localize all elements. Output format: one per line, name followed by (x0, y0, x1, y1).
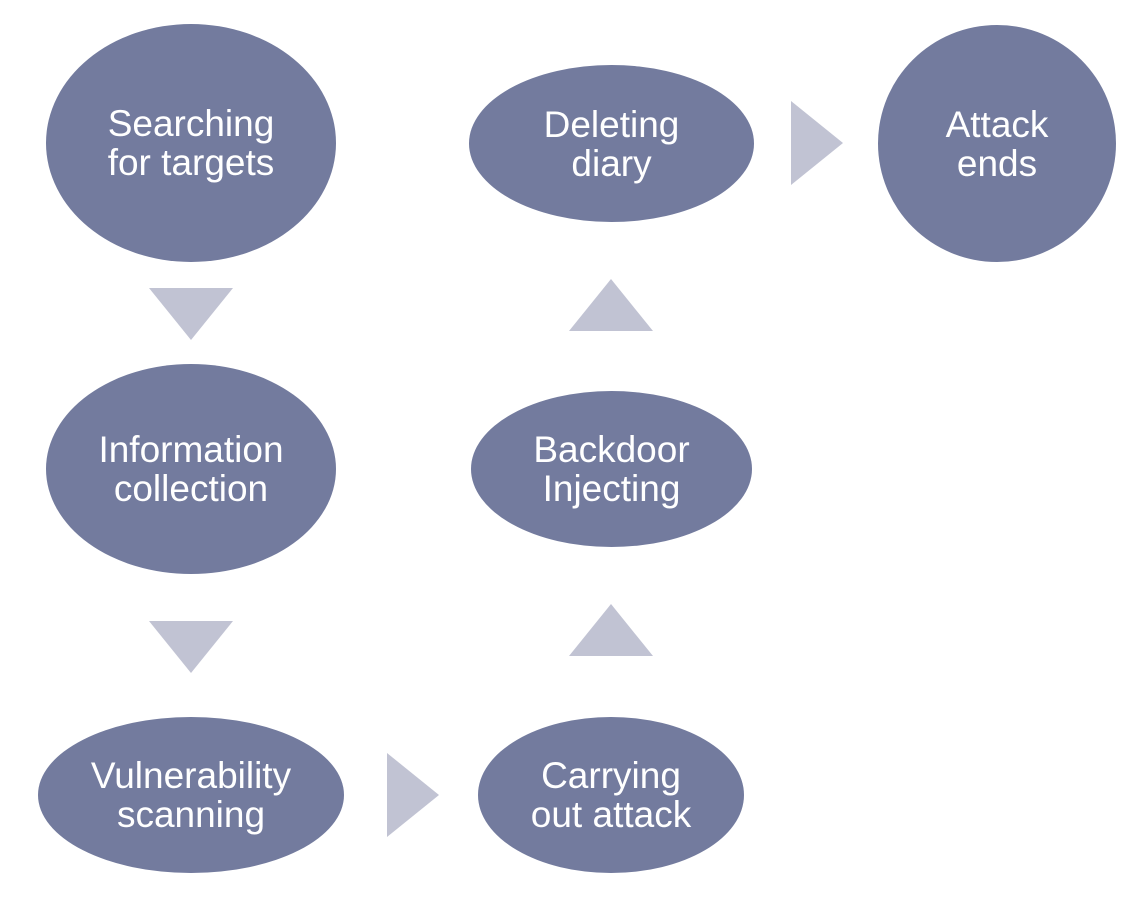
node-label: Carrying out attack (530, 755, 692, 835)
up-arrow-icon (569, 279, 653, 331)
down-arrow-icon (149, 288, 233, 340)
node-carrying-out-attack: Carrying out attack (478, 717, 744, 873)
node-label: Vulnerability scanning (90, 755, 292, 835)
node-searching-for-targets: Searching for targets (46, 24, 336, 262)
node-label: Attack ends (945, 103, 1049, 184)
right-arrow-icon (387, 753, 439, 837)
node-information-collection: Information collection (46, 364, 336, 574)
up-arrow-icon (569, 604, 653, 656)
right-arrow-icon (791, 101, 843, 185)
node-backdoor-injecting: Backdoor Injecting (471, 391, 752, 547)
node-deleting-diary: Deleting diary (469, 65, 754, 222)
node-label: Searching for targets (107, 103, 275, 183)
node-label: Backdoor Injecting (533, 429, 690, 509)
node-label: Deleting diary (543, 103, 680, 184)
down-arrow-icon (149, 621, 233, 673)
node-attack-ends: Attack ends (878, 25, 1116, 262)
node-vulnerability-scanning: Vulnerability scanning (38, 717, 344, 873)
node-label: Information collection (98, 429, 284, 509)
